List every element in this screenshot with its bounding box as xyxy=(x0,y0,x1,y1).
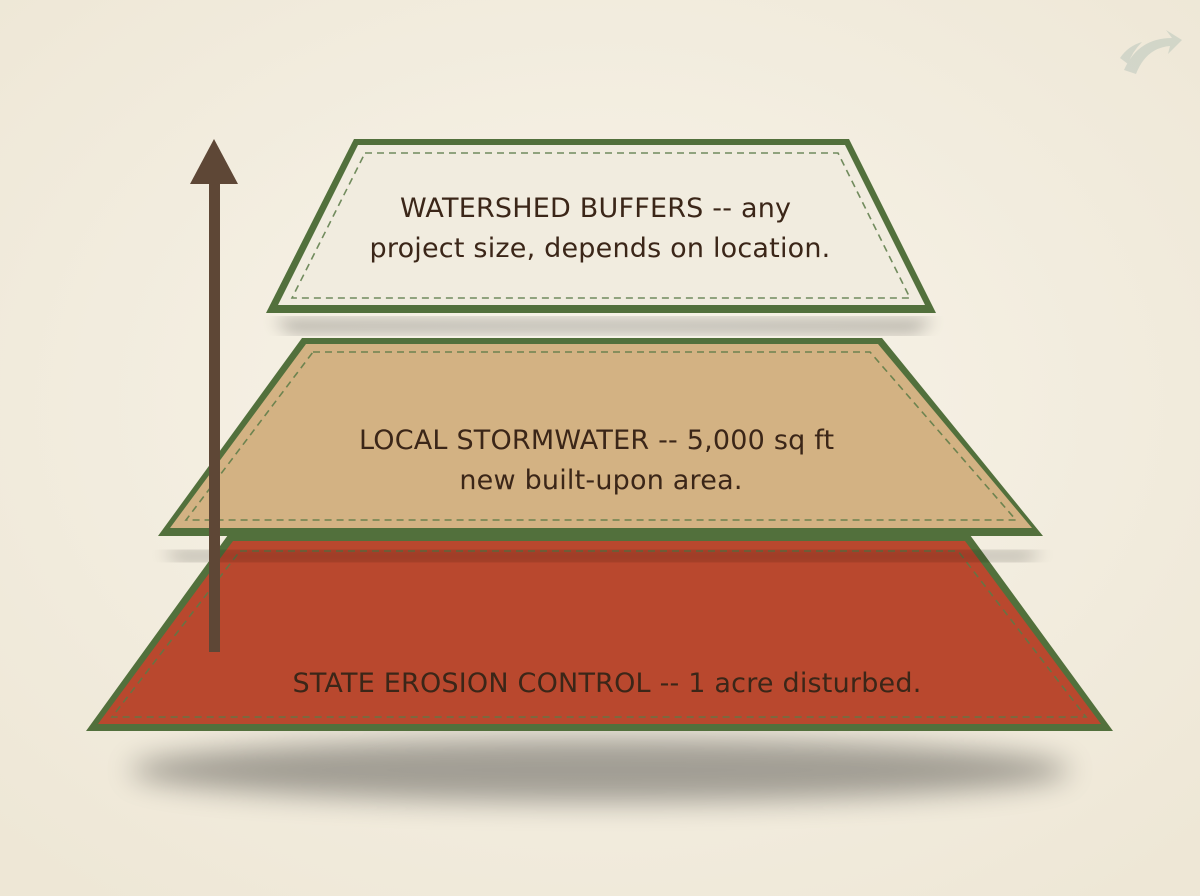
tier-middle-fill xyxy=(170,344,1032,528)
tier-top-shadow xyxy=(272,320,935,332)
tier-state-erosion-control: STATE EROSION CONTROL -- 1 acre disturbe… xyxy=(86,535,1113,802)
tier-middle-shadow xyxy=(160,552,1045,560)
arrow-shaft xyxy=(209,178,220,652)
tier-top-fill xyxy=(278,145,925,305)
tier-bottom-label: STATE EROSION CONTROL -- 1 acre disturbe… xyxy=(293,668,922,699)
corner-arrow-logo-icon xyxy=(1120,30,1182,74)
tier-bottom-fill xyxy=(98,541,1101,724)
tier-top-label-line-2: project size, depends on location. xyxy=(370,233,831,264)
tier-top-label: WATERSHED BUFFERS -- any project size, d… xyxy=(370,193,831,264)
tier-bottom-shadow xyxy=(130,738,1070,802)
tier-local-stormwater: LOCAL STORMWATER -- 5,000 sq ft new buil… xyxy=(158,338,1045,560)
tier-top-stitch xyxy=(290,152,912,299)
tier-watershed-buffers: WATERSHED BUFFERS -- any project size, d… xyxy=(266,139,936,332)
arrow-head xyxy=(190,139,238,184)
up-arrow-icon xyxy=(190,139,238,652)
tier-middle-label-line-2: new built-upon area. xyxy=(459,465,742,496)
tier-top-label-line-1: WATERSHED BUFFERS -- any xyxy=(400,193,791,224)
tier-middle-label-line-1: LOCAL STORMWATER -- 5,000 sq ft xyxy=(359,425,834,456)
tier-bottom-stitch xyxy=(110,550,1088,718)
tier-bottom-label-line-1: STATE EROSION CONTROL -- 1 acre disturbe… xyxy=(293,668,922,699)
tier-middle-label: LOCAL STORMWATER -- 5,000 sq ft new buil… xyxy=(359,425,843,496)
